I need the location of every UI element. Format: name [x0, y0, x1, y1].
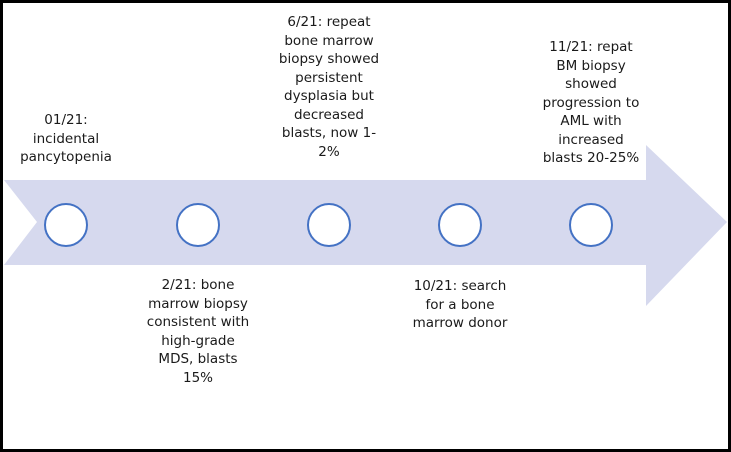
event-label-jun-21: 6/21: repeat bone marrow biopsy showed p… — [278, 14, 380, 160]
timeline-arrow — [4, 145, 727, 306]
milestone-circle-1 — [44, 203, 88, 247]
event-label-nov-21: 11/21: repat BM biopsy showed progressio… — [542, 39, 640, 166]
milestone-circle-5 — [569, 203, 613, 247]
milestone-circle-4 — [438, 203, 482, 247]
event-label-oct-21: 10/21: search for a bone marrow donor — [412, 278, 508, 331]
event-label-jan-21: 01/21: incidental pancytopenia — [20, 112, 112, 165]
milestone-circle-2 — [176, 203, 220, 247]
milestone-circle-3 — [307, 203, 351, 247]
event-label-feb-21: 2/21: bone marrow biopsy consistent with… — [146, 277, 250, 386]
